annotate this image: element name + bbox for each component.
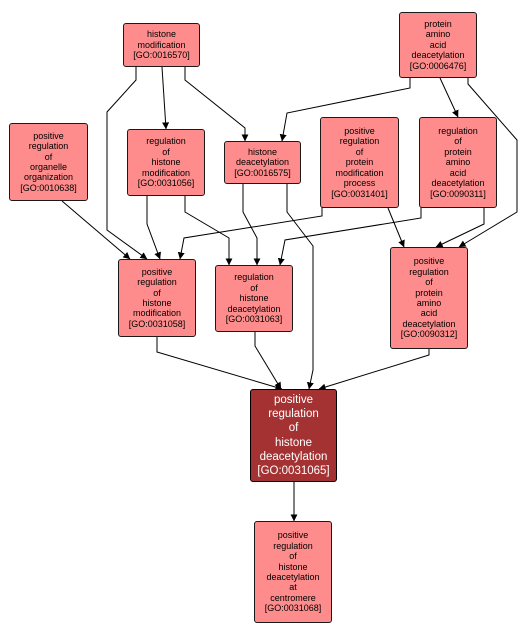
- go-term-node[interactable]: positive regulation of histone deacetyla…: [254, 521, 332, 623]
- node-label: positive regulation of histone deacetyla…: [264, 530, 322, 614]
- go-term-node[interactable]: regulation of protein amino acid deacety…: [419, 117, 497, 208]
- node-label: histone modification [GO:0016570]: [133, 29, 190, 61]
- go-term-node[interactable]: regulation of histone deacetylation [GO:…: [215, 265, 293, 332]
- node-label: histone deacetylation [GO:0016575]: [234, 146, 291, 178]
- node-label: positive regulation of protein modificat…: [331, 126, 388, 199]
- node-label: protein amino acid deacetylation [GO:000…: [409, 18, 467, 71]
- edge-go0016575-to-go0031063: [242, 184, 261, 266]
- edge-go0090311-to-go0090312: [435, 208, 485, 248]
- go-term-node[interactable]: positive regulation of organelle organiz…: [9, 123, 88, 201]
- go-term-node[interactable]: positive regulation of histone modificat…: [118, 259, 196, 337]
- edge-go0031056-to-go0031058: [146, 196, 161, 260]
- edge-go0031063-to-go0031065: [254, 332, 282, 390]
- edge-go0006476-to-go0016575: [279, 78, 411, 142]
- edge-go0016575-to-go0031065: [286, 184, 314, 390]
- edge-go0031056-to-go0031063: [184, 196, 233, 266]
- node-label: positive regulation of histone modificat…: [128, 266, 186, 329]
- edge-go0090312-to-go0031065: [318, 349, 430, 391]
- go-term-node[interactable]: regulation of histone modification [GO:0…: [127, 129, 205, 196]
- edge-go0016570-to-go0016575: [184, 67, 249, 142]
- go-term-node[interactable]: histone deacetylation [GO:0016575]: [224, 141, 301, 184]
- edge-go0016570-to-go0031058: [106, 67, 148, 260]
- go-term-node[interactable]: positive regulation of protein modificat…: [320, 117, 399, 208]
- node-label: regulation of histone modification [GO:0…: [137, 136, 195, 189]
- node-label: positive regulation of histone deacetyla…: [257, 393, 330, 477]
- edge-go0010638-to-go0031058: [61, 200, 131, 260]
- edge-go0006476-to-go0090312: [458, 78, 518, 248]
- edge-go0031401-to-go0090312: [387, 207, 405, 248]
- edge-go0090311-to-go0031063: [277, 202, 422, 266]
- edge-go0016570-to-go0031056: [161, 66, 170, 130]
- go-term-node-focus[interactable]: positive regulation of histone deacetyla…: [250, 389, 337, 482]
- node-label: positive regulation of protein amino aci…: [400, 256, 458, 340]
- node-label: positive regulation of organelle organiz…: [20, 130, 77, 193]
- edge-go0031401-to-go0031058: [177, 202, 323, 260]
- edge-go0006476-to-go0090311: [439, 77, 459, 118]
- go-term-node[interactable]: histone modification [GO:0016570]: [123, 23, 200, 67]
- node-label: regulation of histone deacetylation [GO:…: [225, 272, 283, 325]
- go-term-node[interactable]: positive regulation of protein amino aci…: [390, 247, 468, 349]
- go-term-node[interactable]: protein amino acid deacetylation [GO:000…: [399, 12, 477, 78]
- node-label: regulation of protein amino acid deacety…: [430, 126, 486, 199]
- edge-go0031058-to-go0031065: [156, 337, 283, 391]
